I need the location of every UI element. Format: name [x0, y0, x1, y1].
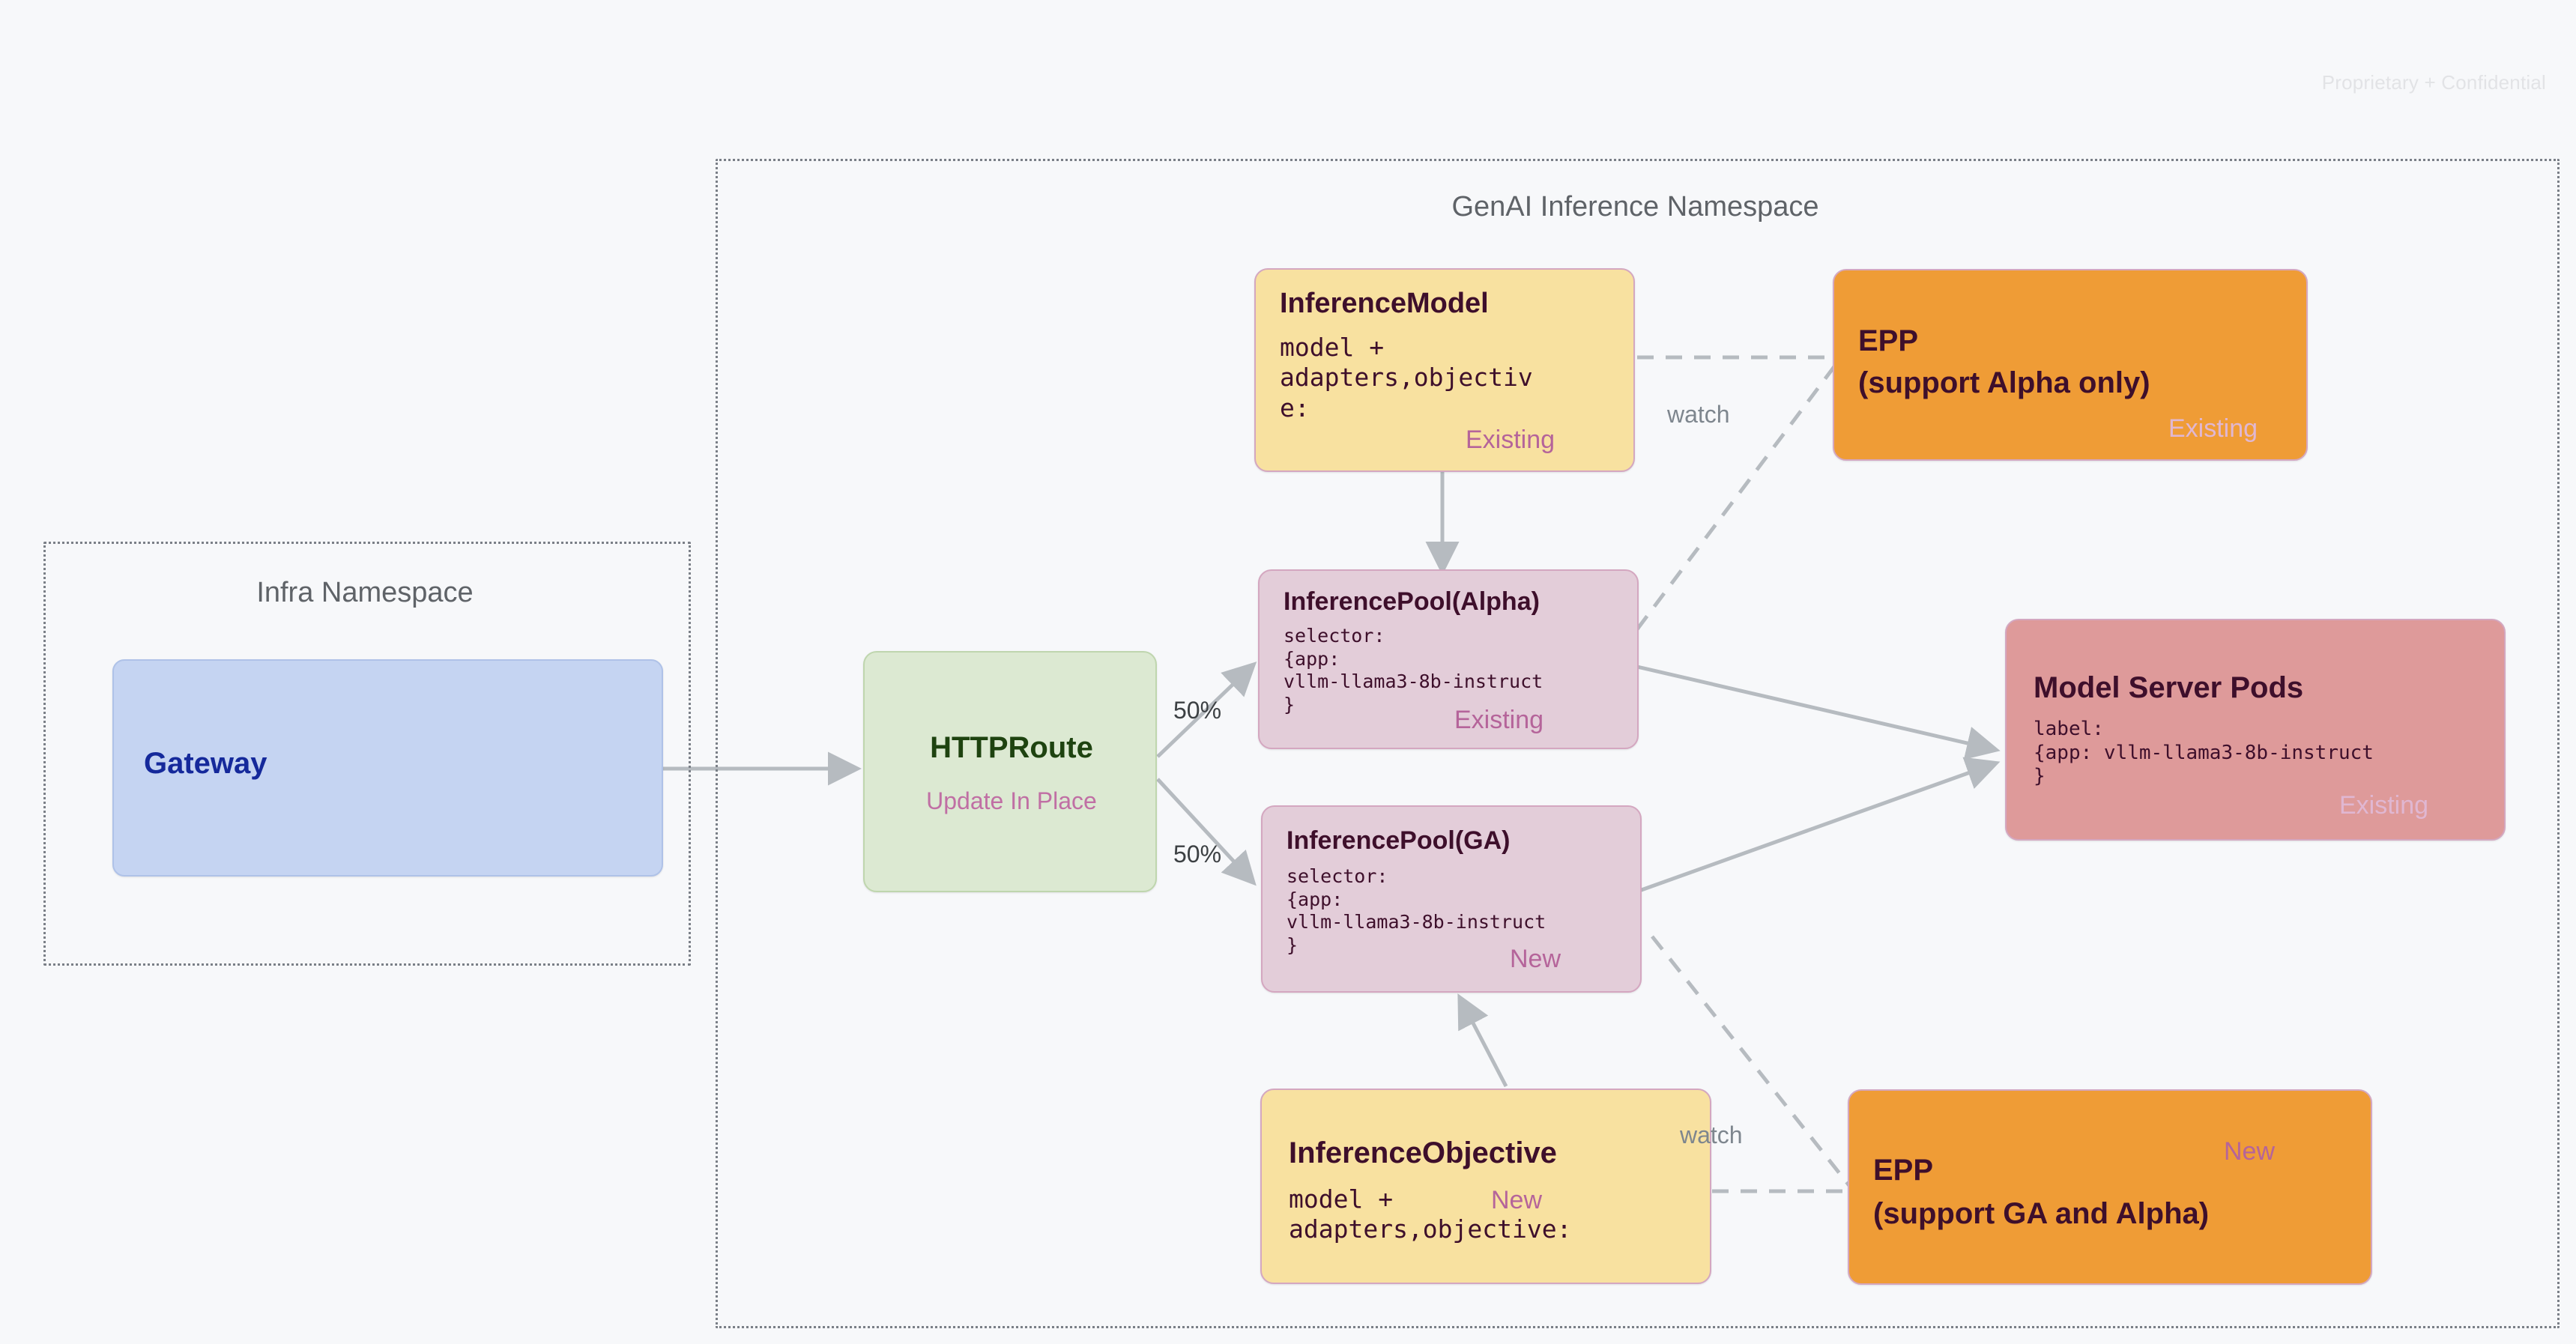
infra-namespace-container — [43, 542, 691, 966]
epp-ga-node[interactable]: EPP (support GA and Alpha) New — [1848, 1089, 2372, 1285]
model-server-pods-status-tag: Existing — [2339, 791, 2429, 820]
infra-namespace-title: Infra Namespace — [256, 577, 474, 608]
inference-model-node[interactable]: InferenceModel model + adapters,objectiv… — [1254, 268, 1635, 472]
epp-ga-title-line2: (support GA and Alpha) — [1873, 1197, 2210, 1230]
inference-pool-ga-status-tag: New — [1510, 945, 1561, 973]
httproute-title: HTTPRoute — [930, 731, 1093, 764]
inference-pool-alpha-title: InferencePool(Alpha) — [1284, 587, 1540, 616]
inference-objective-node[interactable]: InferenceObjective model + adapters,obje… — [1260, 1089, 1711, 1284]
epp-alpha-node[interactable]: EPP (support Alpha only) Existing — [1833, 269, 2308, 461]
inference-pool-ga-body: selector: {app: vllm-llama3-8b-instruct … — [1287, 865, 1546, 956]
inference-model-title: InferenceModel — [1280, 288, 1489, 319]
genai-namespace-title: GenAI Inference Namespace — [1451, 191, 1819, 223]
inference-objective-body: model + adapters,objective: — [1289, 1184, 1572, 1244]
httproute-node[interactable]: HTTPRoute Update In Place — [863, 651, 1157, 892]
inference-pool-alpha-status-tag: Existing — [1454, 706, 1544, 734]
epp-ga-status-tag: New — [2224, 1137, 2276, 1166]
epp-alpha-title-line1: EPP — [1858, 324, 1919, 357]
httproute-status-tag: Update In Place — [926, 787, 1097, 814]
inference-objective-status-tag: New — [1491, 1186, 1543, 1214]
model-server-pods-title: Model Server Pods — [2034, 671, 2304, 704]
confidentiality-watermark: Proprietary + Confidential — [2321, 71, 2546, 94]
inference-pool-alpha-body: selector: {app: vllm-llama3-8b-instruct … — [1284, 625, 1544, 715]
gateway-title: Gateway — [144, 747, 267, 780]
genai-namespace-container — [716, 159, 2560, 1328]
epp-alpha-status-tag: Existing — [2168, 414, 2258, 443]
edge-label-split-bottom: 50% — [1173, 841, 1222, 868]
inference-model-status-tag: Existing — [1466, 426, 1555, 454]
epp-alpha-title-line2: (support Alpha only) — [1858, 366, 2150, 399]
inference-model-body: model + adapters,objectiv e: — [1280, 333, 1533, 423]
model-server-pods-node[interactable]: Model Server Pods label: {app: vllm-llam… — [2005, 619, 2506, 841]
edge-label-watch-top: watch — [1667, 401, 1730, 428]
inference-pool-alpha-node[interactable]: InferencePool(Alpha) selector: {app: vll… — [1258, 569, 1639, 749]
inference-objective-title: InferenceObjective — [1289, 1136, 1557, 1169]
inference-pool-ga-node[interactable]: InferencePool(GA) selector: {app: vllm-l… — [1261, 805, 1642, 993]
edge-label-split-top: 50% — [1173, 697, 1222, 724]
inference-pool-ga-title: InferencePool(GA) — [1287, 826, 1511, 855]
model-server-pods-body: label: {app: vllm-llama3-8b-instruct } — [2034, 718, 2374, 788]
edge-label-watch-bottom: watch — [1680, 1121, 1743, 1148]
gateway-node[interactable]: Gateway — [112, 659, 663, 877]
epp-ga-title-line1: EPP — [1873, 1154, 1934, 1187]
